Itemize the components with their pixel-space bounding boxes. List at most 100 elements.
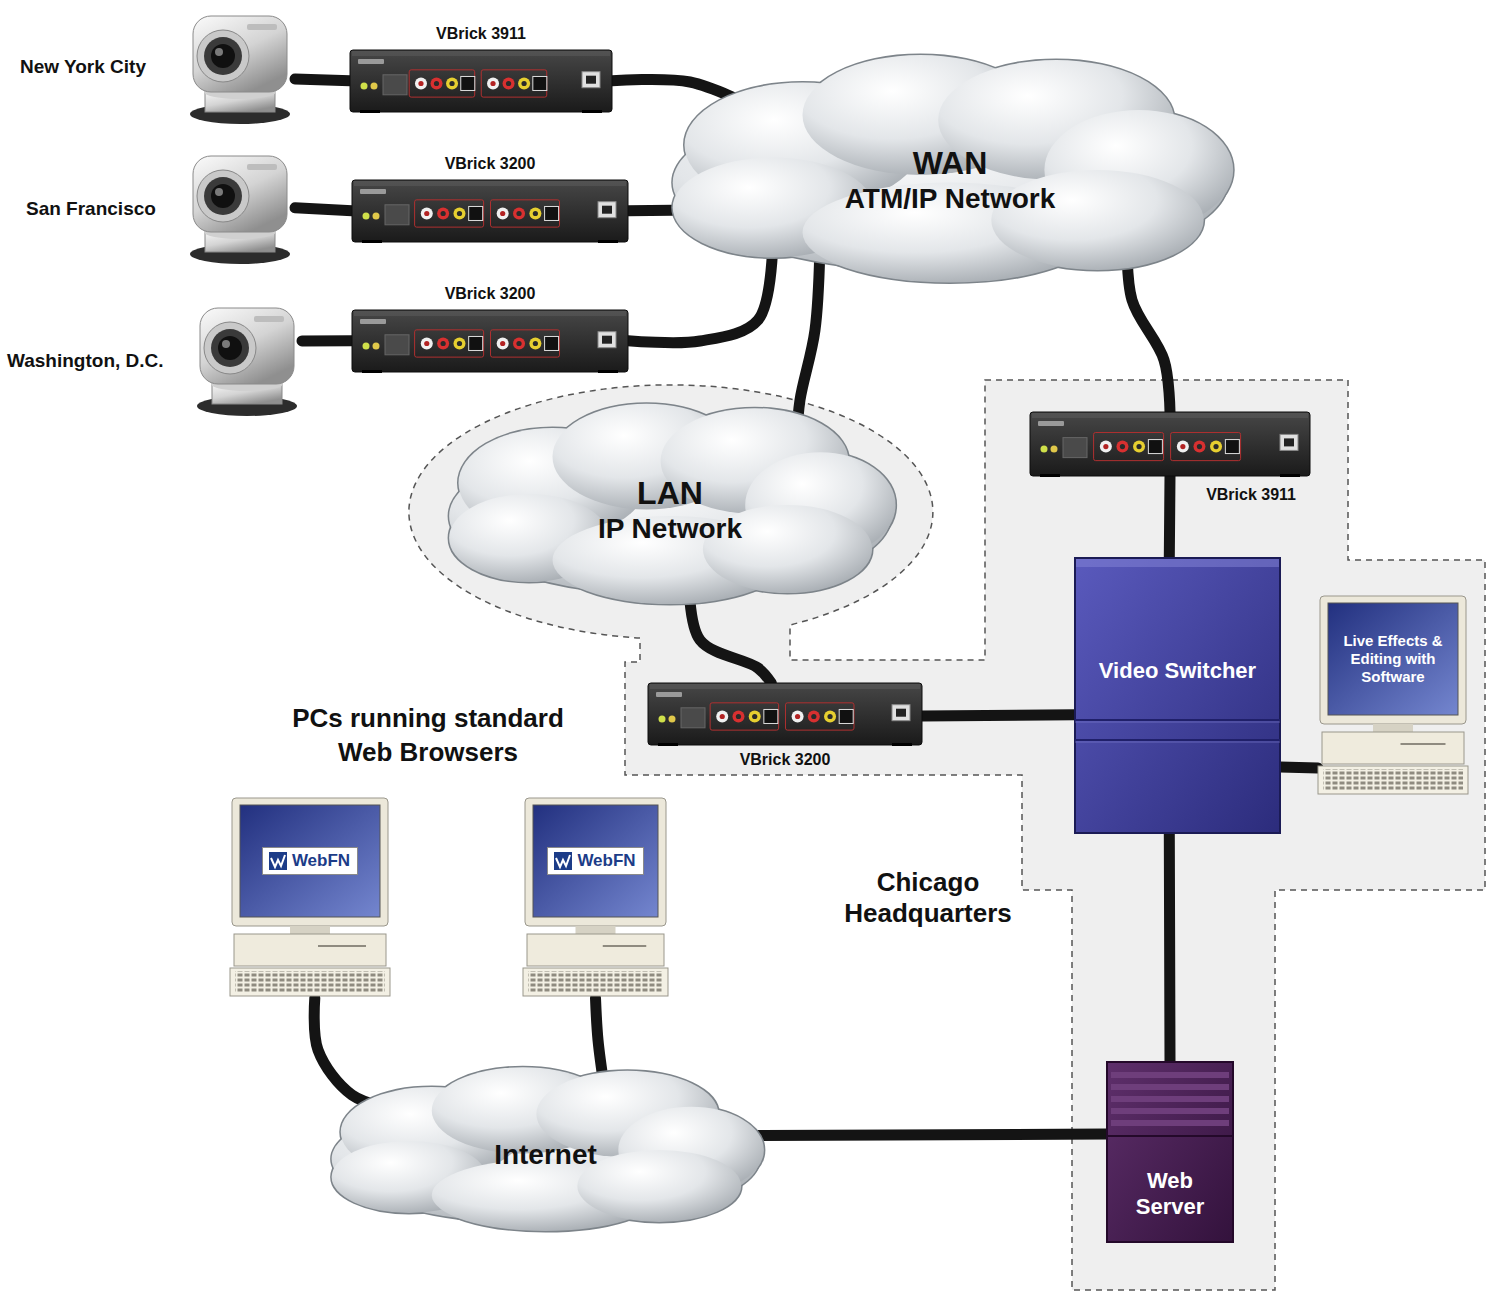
node-label: Video Switcher [1099, 658, 1256, 684]
text-area: Chicago Headquarters [830, 856, 1026, 940]
rca-jack-core [457, 211, 462, 216]
rca-jack-core [533, 341, 538, 346]
camera: San Francisco [12, 150, 295, 268]
encoder-box: VBrick 3200 [352, 280, 628, 372]
device-case [1030, 412, 1310, 476]
rca-jack [497, 207, 509, 219]
network-cloud: WANATM/IP Network [655, 45, 1245, 295]
rca-jack [513, 207, 525, 219]
device-case [352, 310, 628, 372]
device-foot [658, 743, 678, 746]
device-led [669, 715, 676, 722]
camera-head [200, 308, 294, 384]
keyboard-keys [528, 971, 663, 993]
camera-lens-glint [222, 340, 230, 348]
rca-jack [1177, 441, 1189, 453]
rca-jack-core [521, 81, 526, 86]
network-port-socket [1284, 438, 1294, 446]
device-led [1051, 446, 1058, 453]
server-ridge [1111, 1072, 1229, 1078]
logo-badge: WebFN [262, 847, 358, 875]
node-label: WAN [913, 145, 988, 183]
node-label: WebFN [577, 851, 635, 871]
node-label: Chicago Headquarters [830, 867, 1026, 928]
monitor-neck [1373, 724, 1413, 732]
device-led [659, 715, 666, 722]
site-outline [409, 380, 1485, 1290]
encoder-box-drawing [350, 50, 612, 112]
rca-jack [749, 710, 761, 722]
cable-connector [922, 715, 1075, 716]
network-port [582, 72, 600, 88]
rca-jack-core [1103, 444, 1108, 449]
workstation-drawing-part [230, 798, 390, 996]
camera-drawing [185, 150, 295, 268]
encoder-box: VBrick 3200 [648, 683, 922, 775]
svideo-jack [764, 709, 778, 723]
text-area: VBrick 3911 [350, 20, 612, 48]
rca-jack-core [795, 714, 800, 719]
camera: Washington, D.C. [4, 302, 302, 420]
cable-connector [596, 998, 605, 1090]
rca-jack-core [1197, 444, 1202, 449]
node-label: VBrick 3200 [740, 751, 831, 770]
jack-panel [785, 703, 854, 730]
monitor-screen [1328, 603, 1458, 715]
text-area: WANATM/IP Network [715, 115, 1185, 245]
jack-panel [1171, 432, 1241, 460]
jack-panel [710, 703, 779, 730]
keyboard-keys [235, 971, 385, 993]
system-unit [527, 934, 664, 966]
jack-panel [409, 70, 475, 97]
camera-lens-glass [211, 44, 235, 68]
network-port [892, 705, 910, 721]
rca-jack-core [506, 81, 511, 86]
rca-jack [487, 77, 499, 89]
drive-slot [1401, 743, 1446, 745]
label-text: PCs running standard Web Browsers [262, 702, 594, 770]
device-edge [650, 684, 920, 689]
node-label: VBrick 3911 [436, 25, 526, 44]
cable-connector [295, 79, 350, 81]
rca-jack [453, 207, 465, 219]
rca-jack-core [424, 341, 429, 346]
device-display [1063, 438, 1087, 458]
device-display [385, 205, 409, 225]
camera-lens-glint [215, 188, 223, 196]
cable-connector [612, 79, 755, 107]
rca-jack-core [418, 81, 423, 86]
video-switcher: Video Switcher [1075, 558, 1280, 833]
node-label: Web Server [1122, 1168, 1218, 1220]
text-area: Live Effects & Editing with Software [1329, 604, 1457, 714]
rca-jack-core [441, 211, 446, 216]
device-badge [1038, 421, 1064, 426]
camera-drawing [192, 302, 302, 420]
drive-slot [603, 945, 647, 947]
keyboard-keys [1323, 769, 1463, 791]
device-led [1041, 446, 1048, 453]
device-foot [582, 110, 602, 113]
rca-jack [518, 77, 530, 89]
system-unit [234, 934, 386, 966]
device-case [648, 683, 922, 745]
rca-jack [431, 77, 443, 89]
rca-jack-core [533, 211, 538, 216]
rca-jack [497, 337, 509, 349]
rca-jack-core [490, 81, 495, 86]
camera-lens-ring [197, 30, 249, 82]
text-area: VBrick 3200 [352, 150, 628, 178]
device-badge [360, 319, 386, 324]
text-area: VBrick 3200 [352, 280, 628, 308]
rca-jack-core [449, 81, 454, 86]
camera-drawing [185, 10, 295, 125]
device-edge [352, 51, 610, 56]
encoder-box-drawing-part [352, 310, 628, 373]
network-port [1280, 434, 1298, 450]
encoder-box-drawing-part [648, 683, 922, 746]
device-edge [1032, 413, 1308, 418]
network-port-socket [602, 206, 612, 214]
monitor-frame [232, 798, 388, 926]
device-foot [362, 240, 382, 243]
rca-jack-core [1136, 444, 1141, 449]
workstation: WebFN [523, 798, 668, 998]
